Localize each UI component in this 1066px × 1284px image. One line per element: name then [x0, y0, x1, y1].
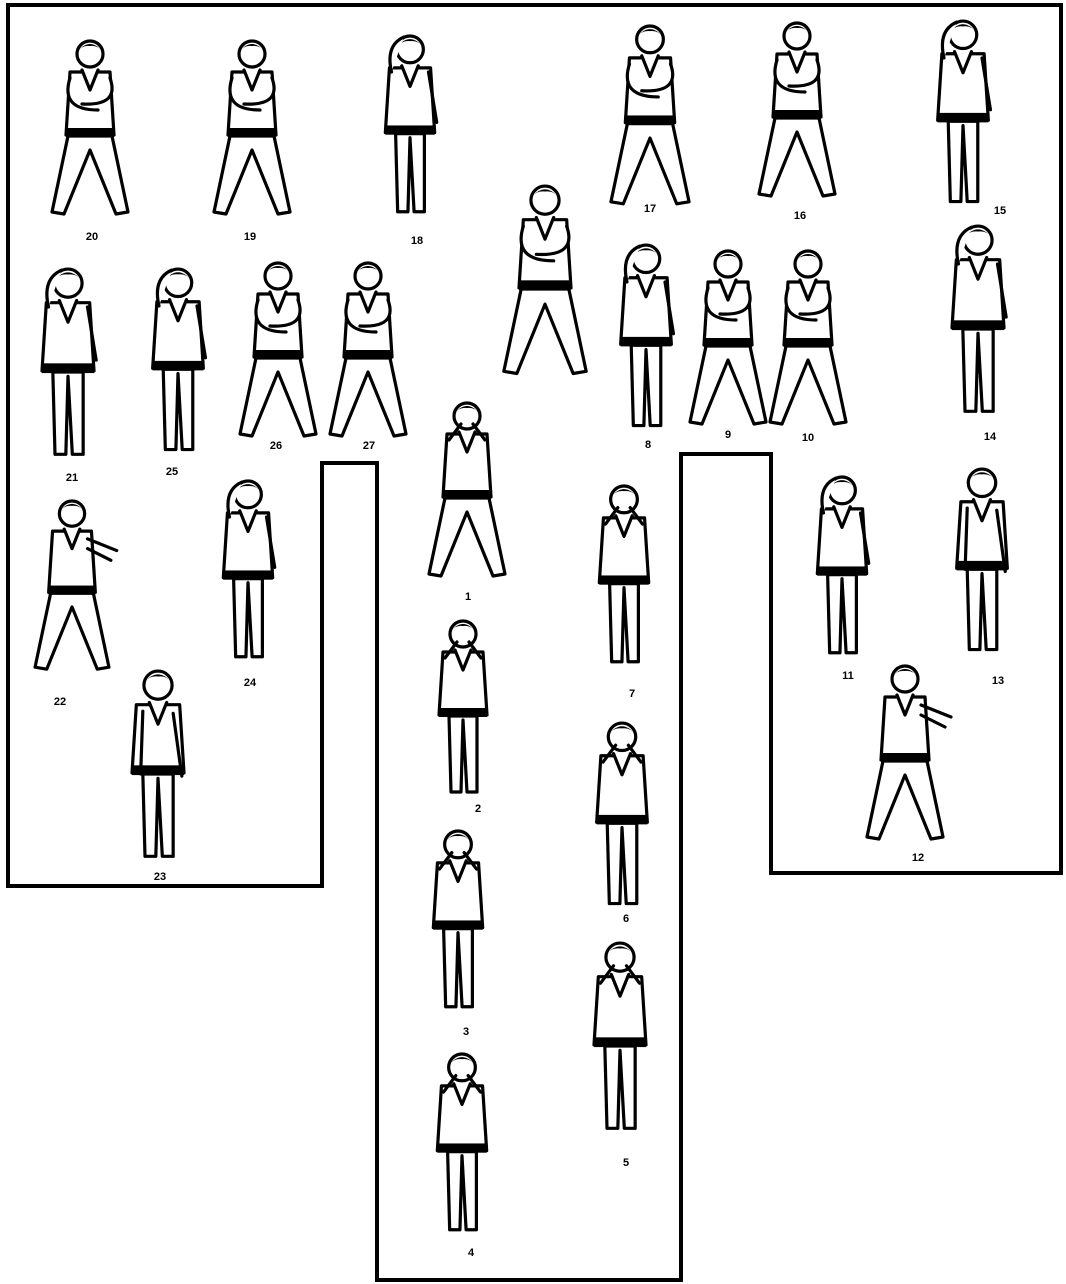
figure-step-8 [621, 245, 674, 426]
step-label-26: 26 [270, 440, 282, 452]
figure-step-25 [153, 269, 206, 450]
step-label-10: 10 [802, 432, 814, 444]
step-label-17: 17 [644, 203, 656, 215]
step-label-14: 14 [984, 431, 997, 443]
figure-step-9 [690, 251, 766, 424]
step-label-19: 19 [244, 231, 256, 243]
figure-step-5 [594, 943, 646, 1128]
figure-step-4 [437, 1054, 486, 1230]
step-label-1: 1 [465, 591, 471, 603]
step-label-13: 13 [992, 675, 1004, 687]
figure-step-14 [952, 226, 1006, 411]
figure-step-6 [597, 723, 648, 904]
step-label-27: 27 [363, 440, 375, 452]
step-label-15: 15 [994, 205, 1006, 217]
step-label-11: 11 [842, 670, 854, 682]
step-label-8: 8 [645, 439, 651, 451]
step-label-16: 16 [794, 210, 806, 222]
figure-step-2 [439, 621, 487, 792]
figure-step-11 [817, 477, 868, 653]
figure-step-18 [385, 36, 436, 212]
step-label-23: 23 [154, 871, 166, 883]
step-label-6: 6 [623, 913, 629, 925]
step-label-18: 18 [411, 235, 423, 247]
figure-step-3 [433, 831, 482, 1007]
figure-step-1 [429, 403, 505, 576]
step-label-20: 20 [86, 231, 98, 243]
figure-step-22 [35, 501, 117, 669]
step-label-2: 2 [475, 803, 481, 815]
step-label-21: 21 [66, 472, 78, 484]
figure-step-26 [240, 263, 316, 436]
step-label-7: 7 [629, 688, 635, 700]
figure-step-16 [759, 23, 835, 196]
figure-step-7 [599, 486, 648, 662]
figure-step-12 [867, 666, 951, 839]
step-label-22: 22 [54, 696, 66, 708]
figure-step-17 [611, 26, 689, 204]
figures-layer [35, 21, 1007, 1230]
step-label-12: 12 [912, 852, 924, 864]
step-label-4: 4 [468, 1247, 475, 1259]
figure-ready-stance [504, 186, 586, 373]
figure-step-19 [214, 41, 290, 214]
figure-step-20 [52, 41, 128, 214]
figure-step-13 [957, 469, 1008, 650]
step-label-5: 5 [623, 1157, 629, 1169]
figure-step-10 [770, 251, 846, 424]
step-label-25: 25 [166, 466, 178, 478]
figure-step-23 [132, 671, 184, 856]
step-label-24: 24 [244, 677, 257, 689]
step-label-9: 9 [725, 429, 731, 441]
figure-step-21 [42, 269, 96, 454]
figure-step-15 [938, 21, 991, 202]
step-label-3: 3 [463, 1026, 469, 1038]
figure-step-24 [223, 481, 274, 657]
figure-step-27 [330, 263, 406, 436]
